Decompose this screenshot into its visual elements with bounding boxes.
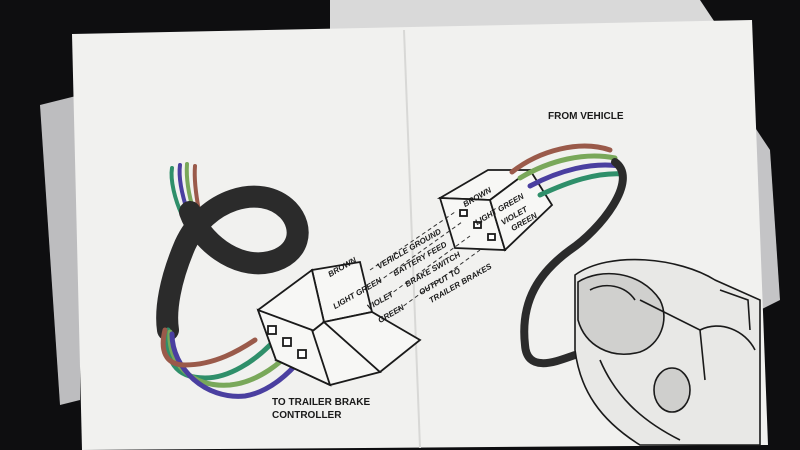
background-sheet bbox=[40, 95, 80, 405]
wire-harness-icon bbox=[509, 143, 627, 368]
from-vehicle-heading: FROM VEHICLE bbox=[548, 111, 624, 122]
background-sheet bbox=[330, 0, 720, 30]
connector-icon bbox=[436, 168, 554, 252]
leader-lines bbox=[369, 211, 481, 311]
to-controller-heading-line2: CONTROLLER bbox=[272, 410, 342, 421]
wire-harness-icon bbox=[156, 162, 309, 399]
connector-icon bbox=[256, 260, 422, 387]
to-controller-heading: TO TRAILER BRAKE CONTROLLER bbox=[272, 398, 370, 421]
to-controller-heading-line1: TO TRAILER BRAKE bbox=[272, 397, 371, 408]
car-dashboard-icon bbox=[574, 258, 761, 446]
page-fold bbox=[403, 29, 421, 449]
